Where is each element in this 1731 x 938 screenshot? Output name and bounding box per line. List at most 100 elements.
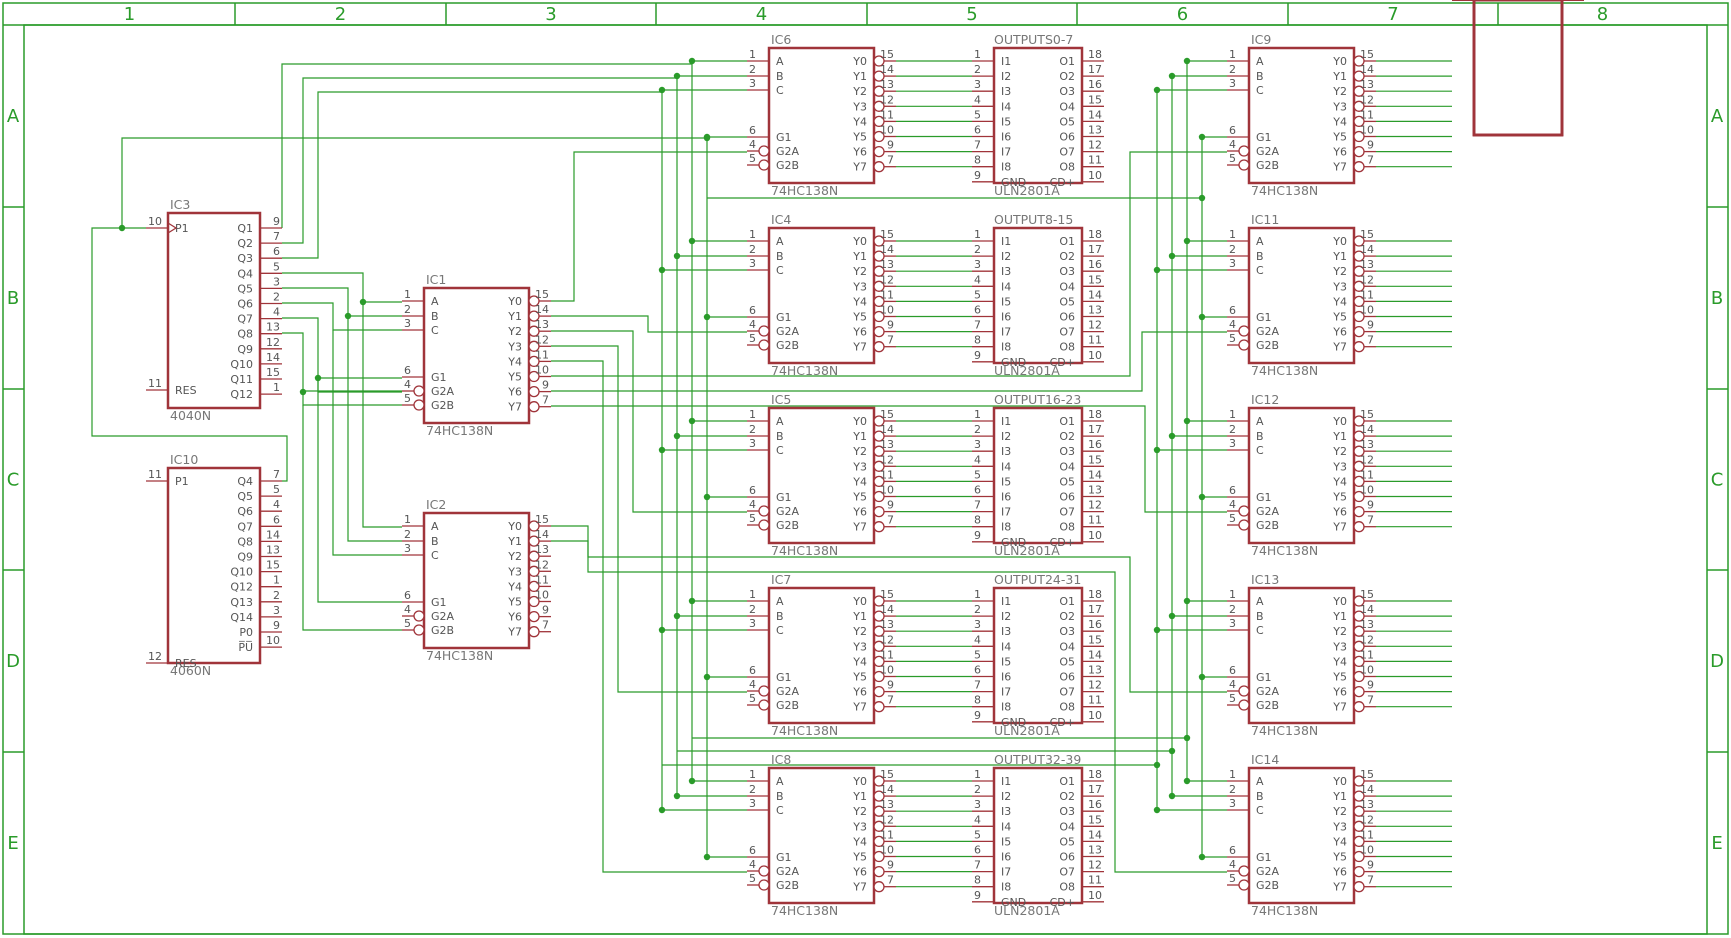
- pin-label: I7: [1481, 0, 1491, 3]
- pin-number: 7: [273, 230, 280, 243]
- inversion-bubble: [528, 370, 540, 383]
- pin-number: 5: [974, 108, 981, 121]
- inversion-bubble: [873, 55, 885, 67]
- driver-uln2801a: OUTPUT8-15ULN2801A1I12I23I34I45I56I67I78…: [972, 212, 1104, 378]
- inversion-bubble: [873, 250, 885, 262]
- pin-label: O2: [1059, 790, 1075, 803]
- inversion-bubble: [528, 610, 540, 623]
- pin-label: I8: [1481, 0, 1491, 3]
- pin-number: 4: [974, 453, 981, 466]
- pin-label: I2: [1001, 250, 1011, 263]
- decoder-ic5: IC574HC138N1A2B3C6G14G2A5G2B15Y014Y113Y2…: [747, 392, 896, 558]
- chip-value: ULN2801A: [994, 723, 1060, 738]
- pin-label: I3: [1481, 0, 1491, 3]
- pin-label: O5: [1539, 0, 1555, 3]
- pin-number: 4: [974, 93, 981, 106]
- pin-number: 17: [1088, 783, 1102, 796]
- wire: [551, 151, 1227, 377]
- pin-label: I2: [1001, 430, 1011, 443]
- pin-number: 6: [1229, 664, 1236, 677]
- pin-number: 5: [1454, 0, 1461, 3]
- pin-label: O7: [1539, 0, 1555, 3]
- frame-column-label: 6: [1177, 4, 1188, 25]
- pin-label: Y1: [852, 250, 867, 263]
- pin-number: 6: [749, 844, 756, 857]
- pin-number: 11: [1568, 0, 1582, 3]
- junction-dot: [1153, 761, 1161, 769]
- pin-label: Y1: [852, 70, 867, 83]
- pin-number: 18: [1088, 768, 1102, 781]
- pin-number: 3: [974, 438, 981, 451]
- pin-number: 10: [1568, 0, 1582, 3]
- pin-label: B: [1256, 610, 1264, 623]
- pin-number: 13: [1568, 0, 1582, 3]
- pin-label: Y1: [1332, 790, 1347, 803]
- pin-number: 12: [1568, 0, 1582, 3]
- pin-label: O6: [1059, 131, 1075, 144]
- pin-label: O4: [1539, 0, 1555, 3]
- pin-label: I4: [1001, 100, 1011, 113]
- pin-number: 1: [974, 588, 981, 601]
- pin-label: I4: [1481, 0, 1491, 3]
- frame-row-label: C: [7, 470, 20, 491]
- pin-label: O1: [1539, 0, 1555, 3]
- frame-column-label: 8: [1597, 4, 1608, 25]
- pin-label: C: [776, 84, 784, 97]
- chip-name: IC7: [771, 572, 791, 587]
- pin-label: G1: [1256, 491, 1272, 504]
- pin-label: Y3: [1332, 100, 1347, 113]
- pin-number: 4: [974, 273, 981, 286]
- pin-number: 10: [1568, 0, 1582, 3]
- pin-number: 13: [1568, 0, 1582, 3]
- inversion-bubble: [528, 626, 540, 638]
- chip-name: IC4: [771, 212, 791, 227]
- pin-number: 14: [1568, 0, 1582, 3]
- pin-label: O5: [1059, 295, 1075, 308]
- pin-number: 6: [749, 304, 756, 317]
- pin-label: Y0: [1332, 235, 1347, 248]
- pin-label: Q5: [237, 282, 253, 295]
- chip-name: IC9: [1251, 32, 1271, 47]
- pin-number: 6: [1229, 484, 1236, 497]
- inversion-bubble: [873, 835, 885, 848]
- pin-label: O3: [1059, 445, 1075, 458]
- inversion-bubble: [1353, 850, 1365, 863]
- inversion-bubble: [413, 385, 425, 397]
- pin-label: I6: [1001, 851, 1011, 864]
- pin-number: 11: [1360, 108, 1374, 121]
- pin-label: O3: [1539, 0, 1555, 3]
- pin-number: 2: [1454, 0, 1461, 3]
- frame-row-label: B: [1711, 288, 1723, 309]
- pin-label: Y1: [1332, 250, 1347, 263]
- chip-value: 74HC138N: [1251, 903, 1318, 918]
- pin-label: C: [1256, 264, 1264, 277]
- pin-number: 10: [1360, 844, 1374, 857]
- pin-number: 7: [974, 319, 981, 332]
- pin-label: Y6: [852, 866, 867, 879]
- pin-label: Y7: [1332, 341, 1347, 354]
- pin-number: 17: [1088, 243, 1102, 256]
- inversion-bubble: [1353, 820, 1365, 832]
- pin-number: 8: [1454, 0, 1461, 3]
- pin-label: O1: [1059, 55, 1075, 68]
- chip-name: IC8: [771, 752, 791, 767]
- pin-number: 4: [1229, 858, 1236, 871]
- pin-label: G2A: [776, 145, 800, 158]
- pin-label: GND: [1481, 0, 1506, 3]
- pin-label: I4: [1001, 460, 1011, 473]
- pin-label: Q9: [237, 551, 253, 564]
- pin-number: 2: [749, 243, 756, 256]
- chip-body: [422, 286, 531, 425]
- pin-label: G2A: [776, 685, 800, 698]
- pin-number: 7: [1367, 874, 1374, 887]
- pin-number: 14: [880, 603, 894, 616]
- pin-number: 8: [1454, 0, 1461, 3]
- pin-label: Y5: [852, 671, 867, 684]
- pin-number: 13: [1568, 0, 1582, 3]
- pin-number: 4: [749, 498, 756, 511]
- chip-name: OUTPUTS62-69: [1474, 0, 1569, 3]
- pin-number: 3: [974, 78, 981, 91]
- pin-label: I6: [1001, 131, 1011, 144]
- pin-number: 10: [880, 484, 894, 497]
- pin-label: Q10: [230, 566, 253, 579]
